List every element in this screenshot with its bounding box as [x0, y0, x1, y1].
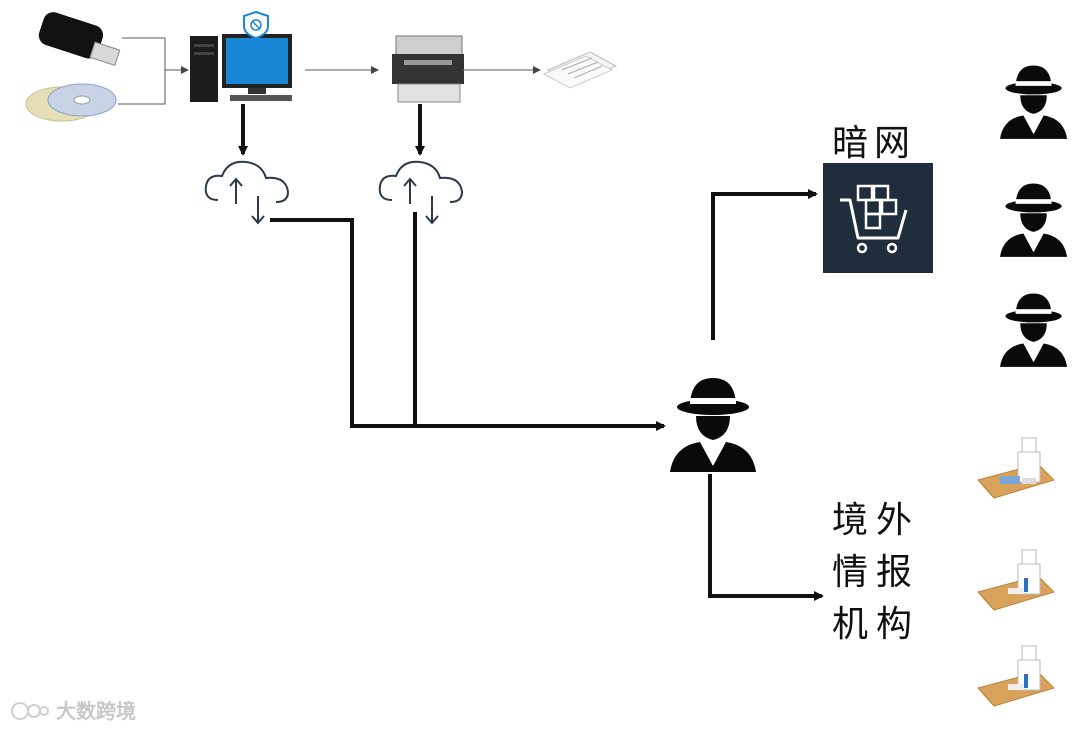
paper-stack-icon	[542, 51, 618, 89]
security-shield-icon	[243, 10, 269, 40]
dark-web-label: 暗网	[832, 123, 917, 164]
dark-web-cart-icon	[823, 163, 933, 273]
watermark-text: 大数跨境	[56, 699, 136, 723]
watermark: 大数跨境	[10, 695, 136, 724]
hacker-icon	[670, 378, 756, 472]
cloud-sync-icon	[204, 160, 290, 225]
office-worker-icon	[977, 549, 1055, 611]
hacker-icon	[1000, 65, 1068, 139]
cd-disc-icon	[25, 83, 117, 122]
computer-icon	[190, 34, 292, 102]
printer-icon	[392, 35, 464, 103]
hacker-icon	[1000, 183, 1068, 257]
hacker-icon	[1000, 293, 1068, 367]
usb-drive-icon	[38, 12, 121, 66]
foreign-intel-agency-label: 境外情报机构	[832, 500, 921, 645]
watermark-logo-icon	[11, 701, 49, 720]
cloud-sync-icon	[378, 160, 464, 225]
office-worker-icon	[977, 437, 1055, 499]
office-worker-icon	[977, 645, 1055, 707]
